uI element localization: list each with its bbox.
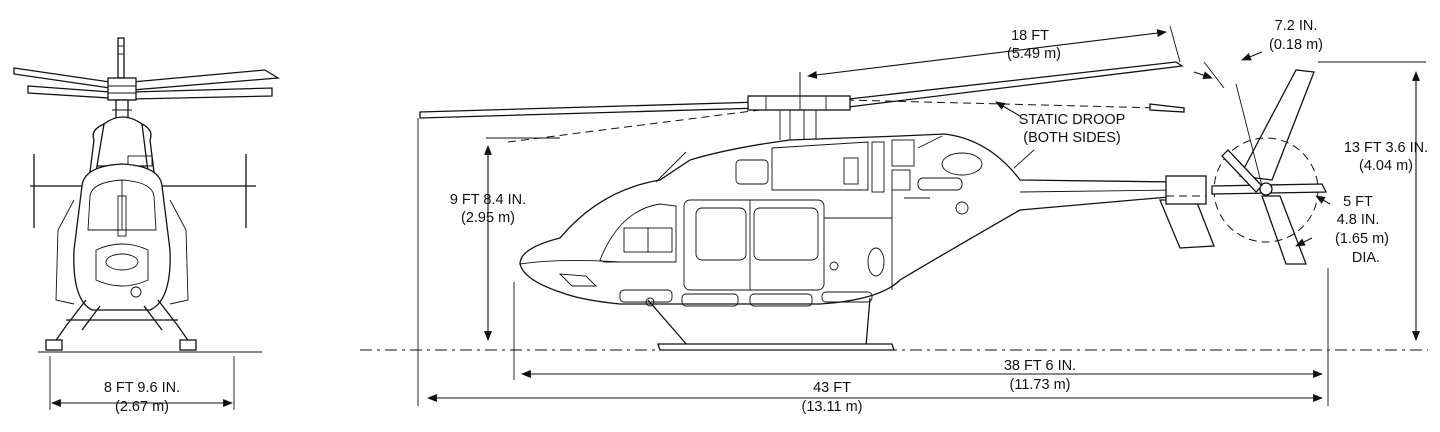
- tail-rotor-diameter-label: 5 FT: [1343, 194, 1373, 210]
- tail-rotor-diameter-inches-label: 4.8 IN.: [1337, 212, 1380, 228]
- tail-section: [1159, 69, 1328, 265]
- front-view: 8 FT 9.6 IN. (2.67 m): [13, 37, 281, 415]
- tail-rotor-diameter-metric-label: (1.65 m): [1335, 231, 1389, 247]
- blade-length-metric-label: (5.49 m): [1007, 46, 1061, 62]
- overall-height-metric-label: (4.04 m): [1359, 158, 1413, 174]
- cabin-height-metric-label: (2.95 m): [461, 210, 515, 226]
- overall-length-metric-label: (13.11 m): [802, 399, 863, 415]
- fuselage-length-label: 38 FT 6 IN.: [1004, 358, 1076, 374]
- blade-thickness-metric-label: (0.18 m): [1269, 37, 1323, 53]
- static-droop-label: STATIC DROOP: [1019, 112, 1126, 128]
- fuselage-length-metric-label: (11.73 m): [1010, 377, 1071, 393]
- fuselage: [519, 133, 1192, 307]
- tail-rotor-dia-abbrev-label: DIA.: [1352, 250, 1380, 266]
- skid-width-label: 8 FT 9.6 IN.: [104, 380, 180, 396]
- static-droop-note-label: (BOTH SIDES): [1023, 130, 1120, 146]
- blade-thickness-label: 7.2 IN.: [1275, 18, 1318, 34]
- side-view: 18 FT (5.49 m) 7.2 IN. (0.18 m) STATIC D…: [360, 18, 1428, 415]
- overall-height-label: 13 FT 3.6 IN.: [1344, 140, 1428, 156]
- landing-skids: [645, 297, 895, 351]
- blade-length-label: 18 FT: [1011, 28, 1049, 44]
- overall-length-label: 43 FT: [813, 380, 851, 396]
- skid-width-metric-label: (2.67 m): [115, 399, 169, 415]
- front-rotor-blades: [13, 67, 281, 101]
- cabin-height-label: 9 FT 8.4 IN.: [450, 192, 526, 208]
